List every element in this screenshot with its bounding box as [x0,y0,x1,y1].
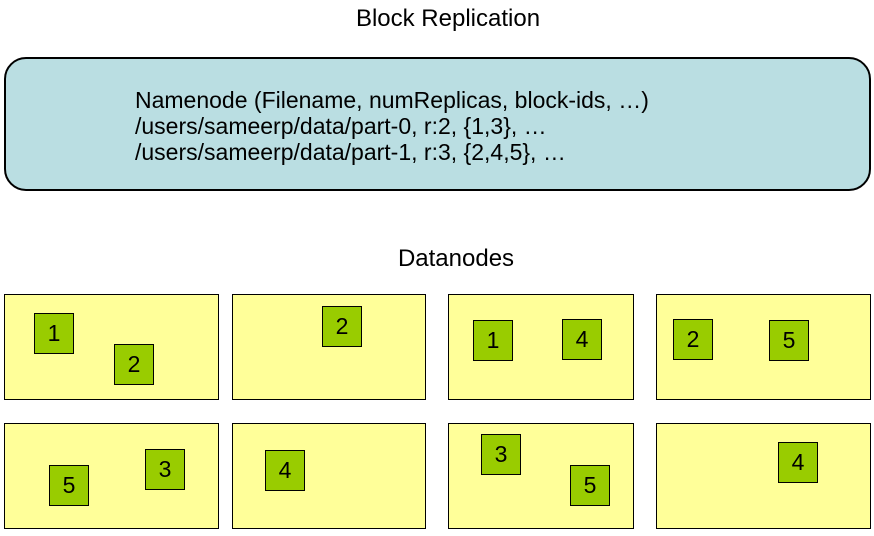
datanode-6: 4 [232,423,426,529]
block-4: 4 [562,319,602,360]
block-2: 2 [322,306,362,347]
block-5: 5 [49,465,89,506]
namenode-box: Namenode (Filename, numReplicas, block-i… [4,57,871,191]
datanode-2: 2 [232,294,426,400]
block-2: 2 [114,344,154,385]
namenode-header-line: Namenode (Filename, numReplicas, block-i… [135,87,649,113]
namenode-file-entry-part1: /users/sameerp/data/part-1, r:3, {2,4,5}… [135,139,566,165]
block-3: 3 [481,434,521,475]
datanodes-label: Datanodes [397,245,515,272]
block-1: 1 [473,320,513,361]
diagram-title: Block Replication [355,5,541,32]
block-5: 5 [769,320,809,361]
datanode-8: 4 [656,423,871,529]
block-5: 5 [570,465,610,506]
block-4: 4 [778,442,818,483]
block-3: 3 [145,449,185,490]
block-2: 2 [673,319,713,360]
block-4: 4 [265,450,305,491]
block-1: 1 [34,313,74,354]
namenode-file-entry-part0: /users/sameerp/data/part-0, r:2, {1,3}, … [135,113,547,139]
